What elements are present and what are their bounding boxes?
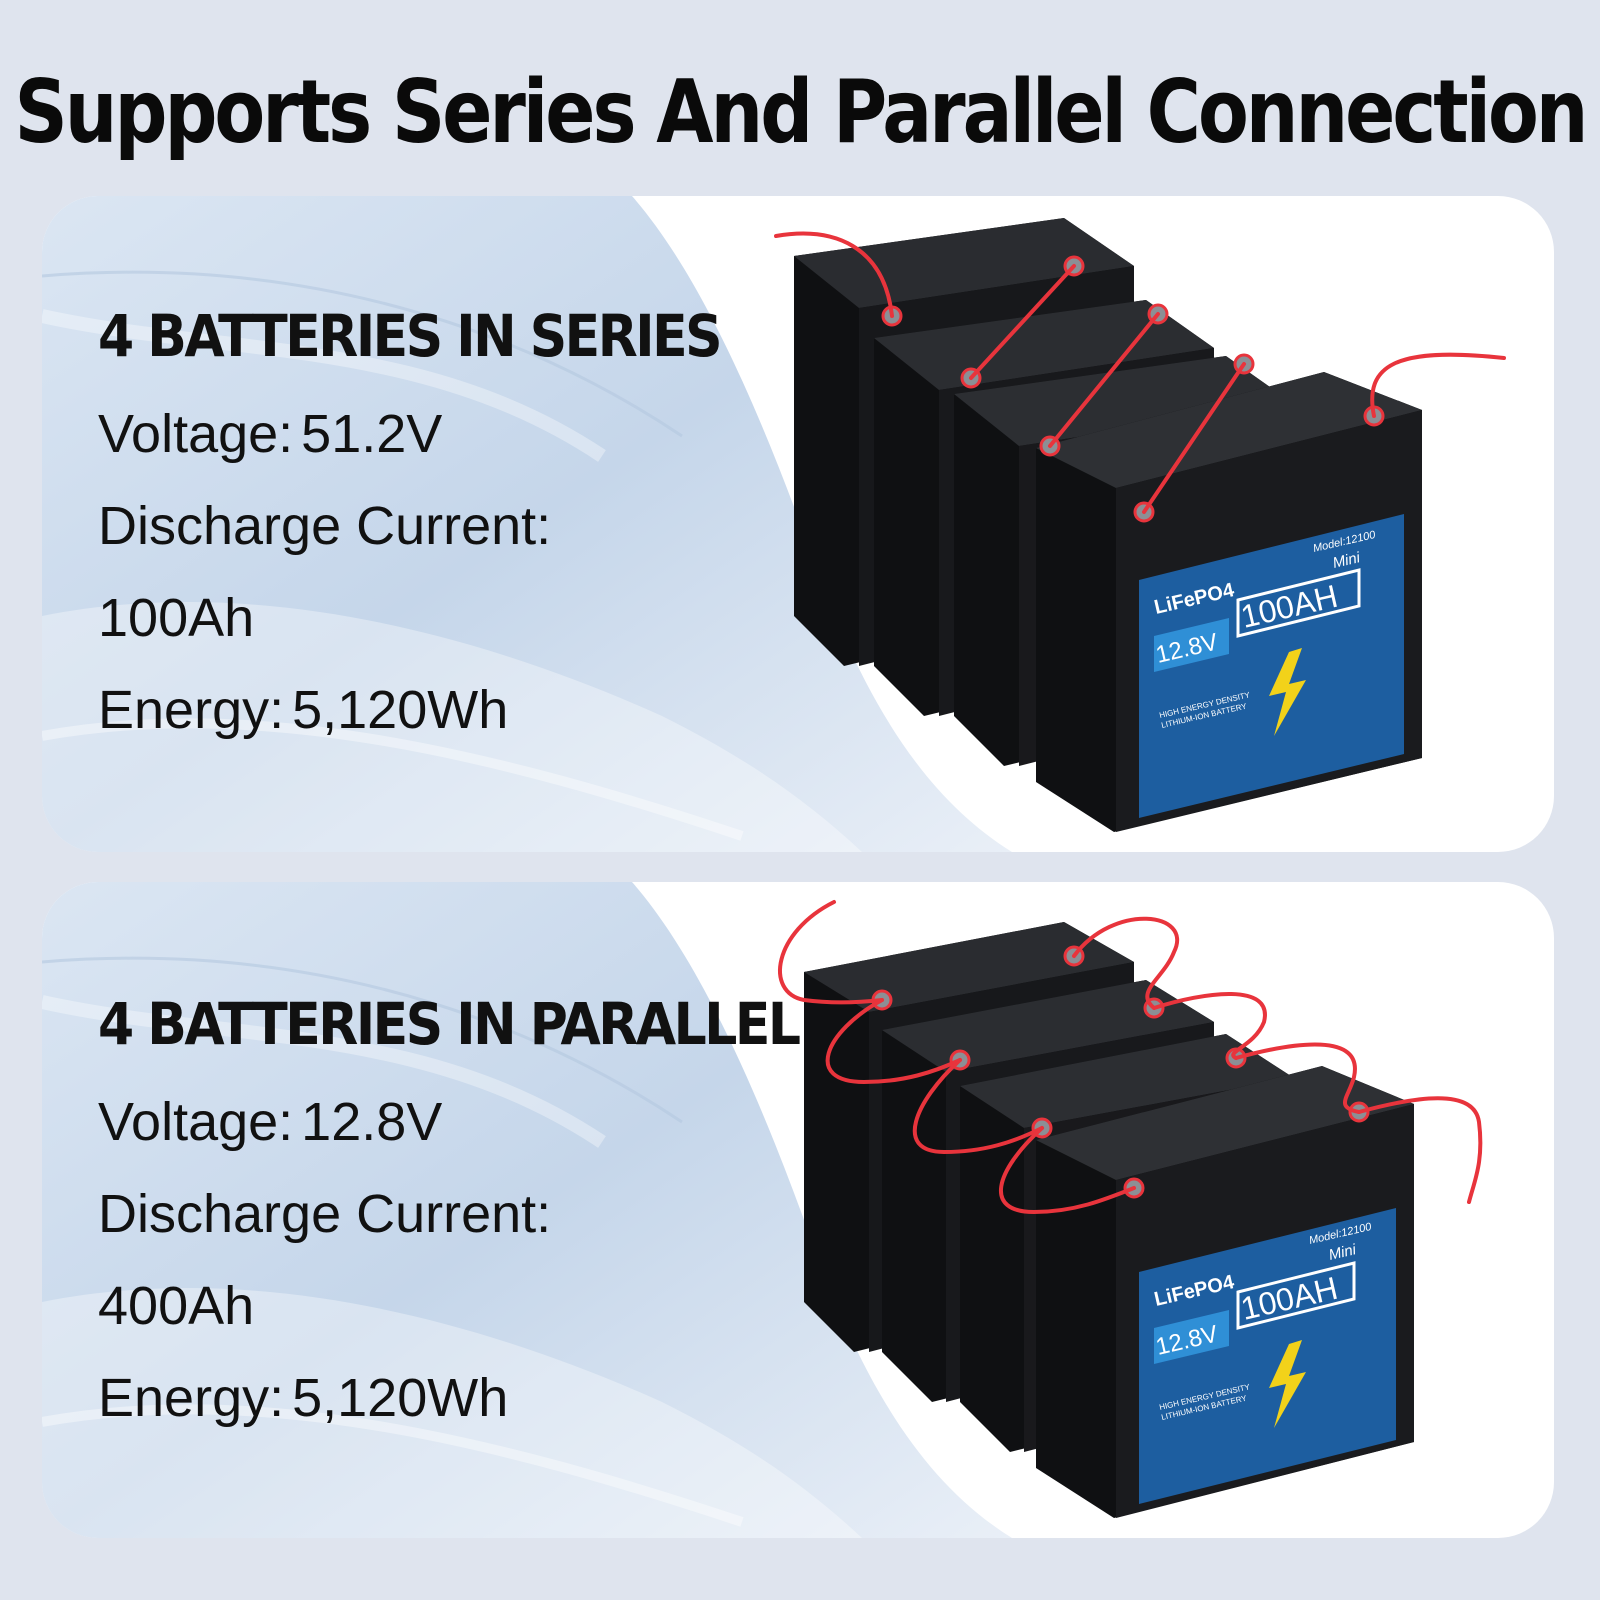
- label-variant: Mini: [1331, 549, 1362, 572]
- parallel-specs: 4 BATTERIES IN PARALLEL Voltage:12.8V Di…: [98, 991, 801, 1444]
- page-title: Supports Series And Parallel Connection: [14, 62, 1589, 164]
- battery-4: LiFePO4 12.8V 100AH Mini Model:12100 HIG…: [1036, 1066, 1414, 1518]
- parallel-energy: Energy:5,120Wh: [98, 1352, 799, 1444]
- voltage-badge: [1154, 1310, 1229, 1364]
- parallel-cables: [778, 900, 1483, 1215]
- series-cables: [774, 231, 1506, 514]
- series-specs: 4 BATTERIES IN SERIES Voltage:51.2V Disc…: [98, 303, 723, 756]
- parallel-current-value: 400Ah: [98, 1276, 255, 1336]
- battery-4: LiFePO4 12.8V 100AH Mini Model:12100 HIG…: [1036, 372, 1422, 832]
- voltage-value: 12.8V: [301, 1092, 443, 1152]
- energy-value: 5,120Wh: [292, 1368, 509, 1428]
- energy-label: Energy:: [98, 1368, 285, 1428]
- energy-label: Energy:: [98, 680, 285, 740]
- energy-value: 5,120Wh: [292, 680, 509, 740]
- lightning-bolt-icon: [1269, 648, 1306, 736]
- voltage-label: Voltage:: [98, 1092, 294, 1152]
- parallel-voltage: Voltage:12.8V: [98, 1076, 799, 1168]
- battery-label: [1139, 514, 1404, 818]
- voltage-value: 51.2V: [301, 404, 443, 464]
- series-energy: Energy:5,120Wh: [98, 664, 720, 756]
- parallel-heading: 4 BATTERIES IN PARALLEL: [98, 991, 801, 1059]
- wave-background: [42, 882, 1012, 1538]
- parallel-battery-illustration: LiFePO4 12.8V 100AH Mini Model:12100 HIG…: [778, 900, 1483, 1518]
- voltage-badge: [1154, 618, 1229, 672]
- parallel-card: 4 BATTERIES IN PARALLEL Voltage:12.8V Di…: [42, 882, 1554, 1538]
- series-battery-illustration: LiFePO4 12.8V 100AH Mini Model:12100 HIG…: [774, 218, 1506, 832]
- series-heading: 4 BATTERIES IN SERIES: [98, 303, 723, 371]
- battery-label: [1139, 1208, 1396, 1504]
- voltage-label: Voltage:: [98, 404, 294, 464]
- series-current-label: Discharge Current:: [98, 496, 552, 556]
- series-voltage: Voltage:51.2V: [98, 388, 720, 480]
- parallel-current-label: Discharge Current:: [98, 1184, 552, 1244]
- series-current-value: 100Ah: [98, 588, 255, 648]
- lightning-bolt-icon: [1269, 1340, 1306, 1428]
- wave-background: [42, 196, 1012, 852]
- label-variant: Mini: [1327, 1241, 1358, 1264]
- series-card: 4 BATTERIES IN SERIES Voltage:51.2V Disc…: [42, 196, 1554, 852]
